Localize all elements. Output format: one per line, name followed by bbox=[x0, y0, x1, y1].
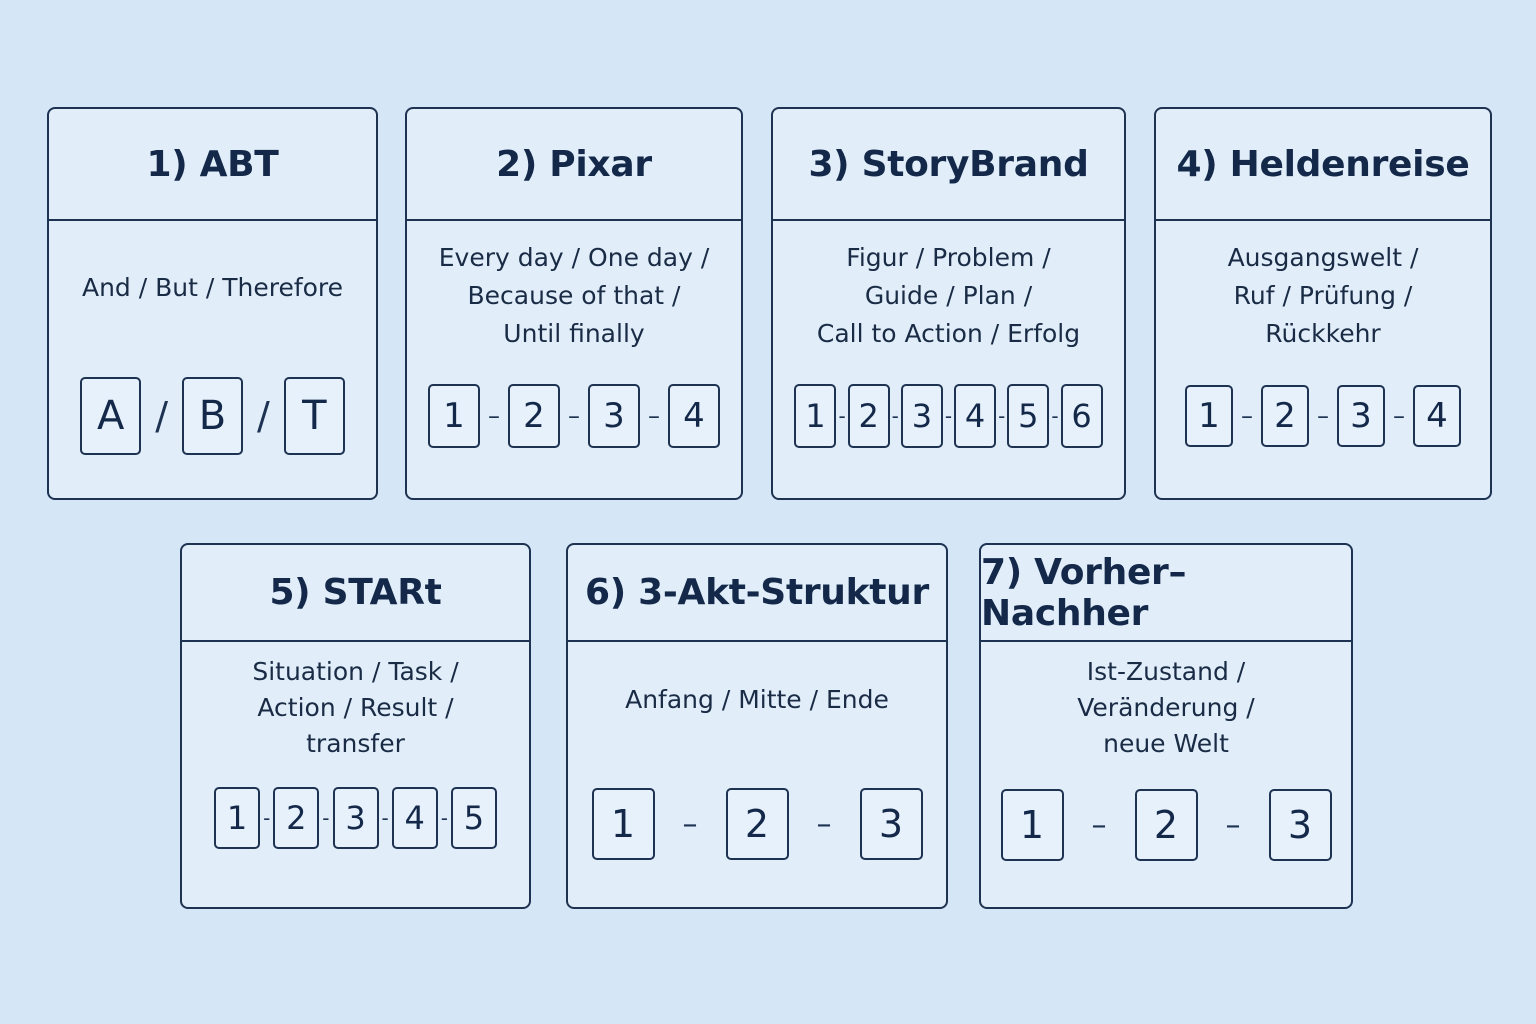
step-separator: - bbox=[838, 404, 846, 428]
step-box: 3 bbox=[900, 384, 943, 448]
step-box: 1 bbox=[214, 787, 261, 849]
step-separator: – bbox=[1241, 402, 1253, 430]
step-box: 4 bbox=[954, 384, 997, 448]
description-line: transfer bbox=[306, 729, 405, 758]
step-separator: – bbox=[1225, 807, 1241, 843]
step-box: B bbox=[182, 377, 243, 455]
step-box: 2 bbox=[847, 384, 890, 448]
step-separator: – bbox=[648, 402, 660, 430]
card-description: Figur / Problem / Guide / Plan / Call to… bbox=[773, 239, 1124, 353]
step-separator: – bbox=[682, 806, 698, 842]
card-heldenreise: 4) Heldenreise Ausgangswelt / Ruf / Prüf… bbox=[1154, 107, 1492, 500]
description-line: Situation / Task / bbox=[252, 657, 459, 686]
step-separator: - bbox=[1051, 404, 1059, 428]
step-separator: - bbox=[998, 404, 1006, 428]
step-box: 3 bbox=[588, 384, 640, 448]
card-description: Anfang / Mitte / Ende bbox=[568, 681, 946, 719]
card-title: 4) Heldenreise bbox=[1156, 109, 1490, 221]
card-title: 6) 3-Akt-Struktur bbox=[568, 545, 946, 642]
step-box: 1 bbox=[428, 384, 480, 448]
step-separator: - bbox=[891, 404, 899, 428]
step-separator: – bbox=[1317, 402, 1329, 430]
step-box: 3 bbox=[1337, 385, 1385, 447]
card-title: 5) STARt bbox=[182, 545, 529, 642]
step-separator: / bbox=[257, 394, 270, 438]
step-box: 4 bbox=[391, 787, 438, 849]
step-box: 2 bbox=[1261, 385, 1309, 447]
step-box: 1 bbox=[1185, 385, 1233, 447]
step-separator: – bbox=[1393, 402, 1405, 430]
step-box: 3 bbox=[332, 787, 379, 849]
step-box: 5 bbox=[450, 787, 497, 849]
card-abt: 1) ABT And / But / Therefore A / B / T bbox=[47, 107, 378, 500]
card-start: 5) STARt Situation / Task / Action / Res… bbox=[180, 543, 531, 909]
card-vorher-nachher: 7) Vorher–Nachher Ist-Zustand / Veränder… bbox=[979, 543, 1353, 909]
description-line: Call to Action / Erfolg bbox=[816, 319, 1081, 348]
step-separator: – bbox=[1091, 807, 1107, 843]
step-box: A bbox=[80, 377, 142, 455]
step-box: 2 bbox=[725, 788, 789, 860]
card-description: And / But / Therefore bbox=[49, 269, 376, 307]
step-separator: - bbox=[381, 806, 389, 830]
card-title: 7) Vorher–Nachher bbox=[981, 545, 1351, 642]
step-box: 2 bbox=[1134, 789, 1198, 861]
step-row: 1 – 2 – 3 bbox=[568, 788, 946, 860]
step-row: A / B / T bbox=[49, 377, 376, 455]
step-separator: / bbox=[155, 394, 168, 438]
step-box: 5 bbox=[1007, 384, 1050, 448]
description-line: Rückkehr bbox=[1265, 319, 1381, 348]
step-box: 2 bbox=[273, 787, 320, 849]
step-separator: - bbox=[263, 806, 271, 830]
step-row: 1 - 2 - 3 - 4 - 5 - 6 bbox=[773, 384, 1124, 448]
step-row: 1 – 2 – 3 – 4 bbox=[1156, 385, 1490, 447]
description-line: Figur / Problem / bbox=[846, 243, 1051, 272]
card-title: 2) Pixar bbox=[407, 109, 741, 221]
card-title: 3) StoryBrand bbox=[773, 109, 1124, 221]
card-description: Ist-Zustand / Veränderung / neue Welt bbox=[981, 654, 1351, 762]
step-box: 4 bbox=[668, 384, 720, 448]
description-line: Ruf / Prüfung / bbox=[1233, 281, 1413, 310]
description-line: Veränderung / bbox=[1077, 693, 1255, 722]
card-title: 1) ABT bbox=[49, 109, 376, 221]
description-line: Anfang / Mitte / Ende bbox=[625, 685, 889, 714]
step-separator: – bbox=[568, 402, 580, 430]
step-separator: - bbox=[440, 806, 448, 830]
step-separator: – bbox=[816, 806, 832, 842]
step-box: 1 bbox=[1000, 789, 1064, 861]
description-line: And / But / Therefore bbox=[81, 273, 344, 302]
step-row: 1 – 2 – 3 bbox=[981, 789, 1351, 861]
card-storybrand: 3) StoryBrand Figur / Problem / Guide / … bbox=[771, 107, 1126, 500]
description-line: neue Welt bbox=[1103, 729, 1229, 758]
card-description: Situation / Task / Action / Result / tra… bbox=[182, 654, 529, 762]
step-separator: – bbox=[488, 402, 500, 430]
step-separator: - bbox=[944, 404, 953, 428]
step-box: 4 bbox=[1413, 385, 1461, 447]
step-row: 1 – 2 – 3 – 4 bbox=[407, 384, 741, 448]
description-line: Ausgangswelt / bbox=[1227, 243, 1419, 272]
card-3-akt-struktur: 6) 3-Akt-Struktur Anfang / Mitte / Ende … bbox=[566, 543, 948, 909]
step-box: T bbox=[283, 377, 345, 455]
card-description: Ausgangswelt / Ruf / Prüfung / Rückkehr bbox=[1156, 239, 1490, 353]
description-line: Because of that / bbox=[467, 281, 681, 310]
description-line: Every day / One day / bbox=[438, 243, 710, 272]
step-box: 6 bbox=[1060, 384, 1103, 448]
description-line: Ist-Zustand / bbox=[1086, 657, 1246, 686]
step-box: 1 bbox=[591, 788, 655, 860]
card-pixar: 2) Pixar Every day / One day / Because o… bbox=[405, 107, 743, 500]
step-row: 1 - 2 - 3 - 4 - 5 bbox=[182, 787, 529, 849]
card-description: Every day / One day / Because of that / … bbox=[407, 239, 741, 353]
description-line: Action / Result / bbox=[257, 693, 454, 722]
description-line: Guide / Plan / bbox=[864, 281, 1033, 310]
step-separator: - bbox=[322, 806, 330, 830]
step-box: 3 bbox=[859, 788, 923, 860]
step-box: 1 bbox=[794, 384, 837, 448]
step-box: 2 bbox=[508, 384, 560, 448]
description-line: Until finally bbox=[503, 319, 645, 348]
step-box: 3 bbox=[1268, 789, 1332, 861]
